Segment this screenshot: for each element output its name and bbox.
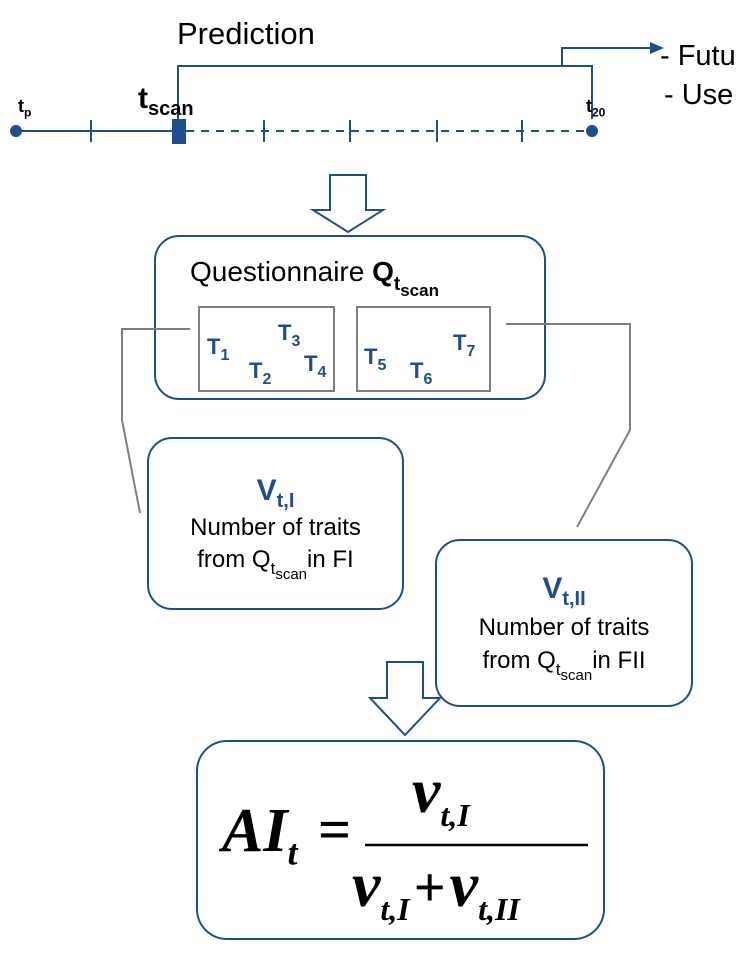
outcome-2-label: - Use bbox=[664, 79, 734, 111]
factor-1-box bbox=[147, 437, 404, 610]
trait-t5: T5 bbox=[364, 344, 387, 374]
factor-1-sub: t,I bbox=[276, 490, 295, 512]
end-time-symbol: t bbox=[586, 96, 592, 116]
end-time-sub: 20 bbox=[592, 105, 606, 120]
factor-1-symbol: Vt,I bbox=[256, 474, 295, 512]
questionnaire-sub: tscan bbox=[393, 274, 439, 300]
trait-group-2-box bbox=[356, 306, 491, 392]
questionnaire-sub-scan: scan bbox=[400, 281, 439, 300]
factor-2-symbol: Vt,II bbox=[542, 572, 586, 610]
factor-2-sub: t,II bbox=[562, 588, 586, 610]
factor-2-box bbox=[435, 539, 693, 707]
timeline-ticks bbox=[90, 120, 523, 142]
start-time-label: tp bbox=[18, 96, 31, 120]
trait-t4: T4 bbox=[304, 351, 327, 381]
trait-group-1-box bbox=[198, 306, 335, 392]
connector-group-2-to-factor-2 bbox=[506, 323, 631, 528]
factor-1-line1: Number of traits bbox=[190, 514, 361, 541]
prediction-label: Prediction bbox=[177, 16, 315, 51]
questionnaire-title-text: Questionnaire bbox=[190, 256, 373, 287]
outcome-1-label: - Futu bbox=[660, 40, 736, 72]
timeline-scan-marker bbox=[172, 119, 186, 144]
formula-equals: = bbox=[318, 797, 352, 862]
factor-2-line1: Number of traits bbox=[478, 614, 650, 641]
down-arrow-to-questionnaire bbox=[309, 174, 387, 234]
outcome-arrow bbox=[561, 47, 652, 66]
trait-t3: T3 bbox=[278, 320, 301, 350]
timeline-end-dot bbox=[586, 125, 598, 137]
formula-denominator: νt,I+νt,II bbox=[352, 849, 520, 927]
scan-time-label: tscan bbox=[138, 82, 194, 121]
timeline-start-dot bbox=[10, 125, 22, 137]
trait-t7: T7 bbox=[453, 330, 476, 360]
start-time-symbol: t bbox=[18, 96, 24, 116]
scan-time-symbol: t bbox=[138, 82, 148, 115]
factor-1-line2: from Qtscanin FI bbox=[197, 546, 354, 583]
start-time-sub: p bbox=[24, 105, 32, 120]
formula-numerator: νt,I bbox=[412, 755, 470, 833]
outcome-arrowhead bbox=[650, 42, 664, 54]
questionnaire-title: Questionnaire Qtscan bbox=[190, 256, 439, 300]
end-time-label: t20 bbox=[586, 96, 605, 120]
connector-group-1-to-factor-1 bbox=[121, 328, 190, 514]
scan-time-sub: scan bbox=[148, 98, 194, 120]
questionnaire-symbol: Q bbox=[372, 256, 394, 287]
formula-lhs: AIt bbox=[222, 797, 298, 873]
formula-box bbox=[196, 740, 605, 940]
factor-2-line2: from Qtscanin FII bbox=[482, 647, 646, 684]
prediction-bracket bbox=[177, 65, 593, 119]
trait-t1: T1 bbox=[207, 334, 230, 364]
trait-t2: T2 bbox=[249, 358, 272, 388]
down-arrow-to-formula bbox=[367, 661, 443, 737]
trait-t6: T6 bbox=[410, 358, 433, 388]
